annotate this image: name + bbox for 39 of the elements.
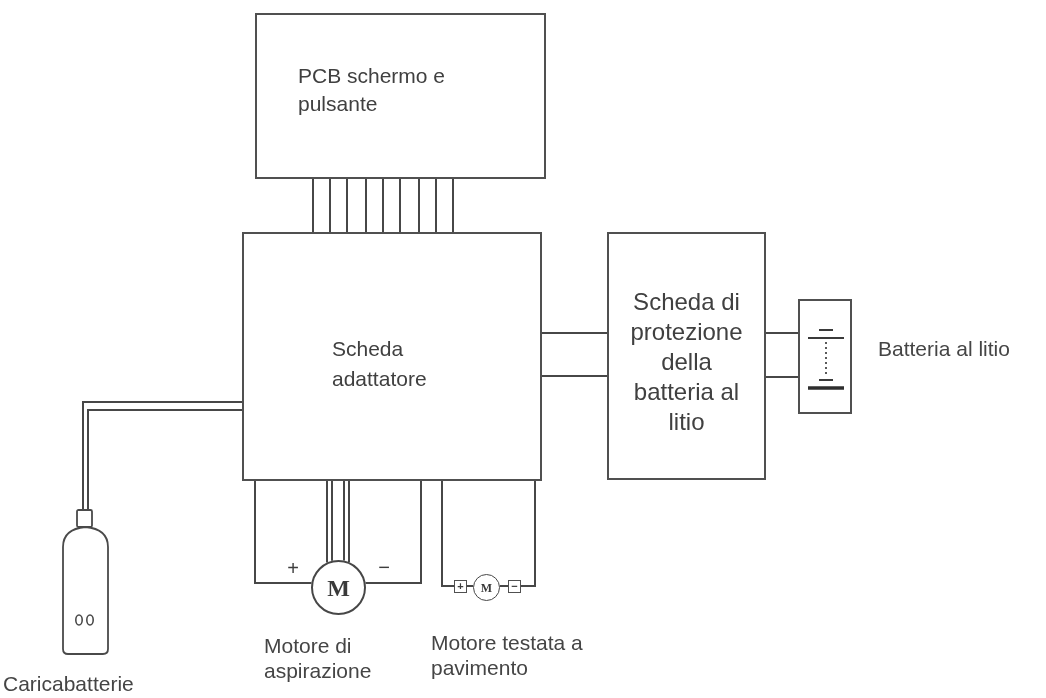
polarity-label: + (286, 556, 300, 580)
component-caption: Caricabatterie (3, 671, 134, 696)
wire (418, 178, 420, 233)
wire (382, 178, 384, 233)
wire (346, 178, 348, 233)
wire (326, 480, 328, 564)
board-box (255, 13, 546, 179)
wire (498, 480, 536, 587)
board-box (607, 232, 766, 480)
board-label: PCB schermo e pulsante (298, 63, 447, 117)
wire (365, 178, 367, 233)
wire (765, 332, 799, 334)
terminal-label: + (454, 580, 467, 593)
wire (765, 376, 799, 378)
wire (399, 178, 401, 233)
board-label: Scheda adattatore (332, 336, 428, 392)
wire (441, 480, 475, 587)
component-caption: Batteria al litio (878, 336, 1010, 361)
board-label: Scheda di protezione della batteria al litio (630, 287, 743, 437)
wire (254, 480, 313, 584)
wire (364, 480, 422, 584)
motor-circle: M (311, 560, 366, 615)
charger-drawing (62, 509, 109, 656)
motor-circle: M (473, 574, 500, 601)
board-box (242, 232, 542, 481)
wire (541, 332, 608, 334)
battery-box (798, 299, 852, 414)
terminal-label: − (508, 580, 521, 593)
wire (541, 375, 608, 377)
wire (343, 480, 345, 562)
polarity-label: − (377, 555, 391, 579)
component-caption: Motore testata a pavimento (431, 630, 584, 680)
wire (331, 480, 333, 562)
wire (348, 480, 350, 564)
wire (312, 178, 314, 233)
component-caption: Motore di aspirazione (264, 633, 373, 683)
wire (329, 178, 331, 233)
wire (452, 178, 454, 233)
wire (435, 178, 437, 233)
